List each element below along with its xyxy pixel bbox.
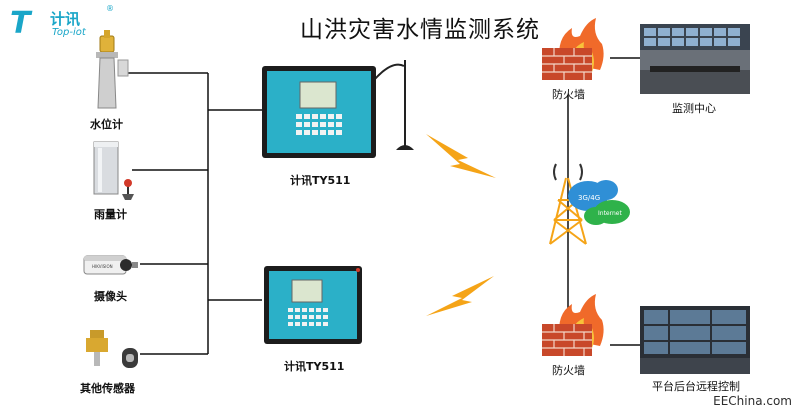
connector-lines (128, 57, 640, 355)
platform-backend-photo (640, 306, 750, 374)
sensor-label-rain-gauge: 雨量计 (94, 208, 127, 221)
ty511-device-bottom-icon (264, 266, 362, 344)
device-label-top: 计讯TY511 (290, 174, 351, 187)
camera-icon: HIKVISION (83, 255, 138, 275)
device-label-bottom: 计讯TY511 (284, 360, 345, 373)
sensor-label-other: 其他传感器 (80, 382, 135, 395)
logo-registered-mark: ® (106, 4, 114, 13)
diagram-title: 山洪灾害水情监测系统 (300, 17, 540, 43)
firewall-bottom-icon (542, 294, 604, 356)
logo-english-text: Top-iot (52, 27, 86, 38)
firewall-top-icon (542, 18, 604, 80)
water-level-meter-icon (96, 30, 129, 109)
firewall-label-bottom: 防火墙 (552, 364, 585, 377)
other-sensors-icon (86, 330, 138, 368)
rain-gauge-icon (93, 141, 134, 200)
footer-watermark: EEChina.com (713, 394, 792, 408)
firewall-label-top: 防火墙 (552, 88, 585, 101)
sensor-label-camera: 摄像头 (94, 290, 127, 303)
logo-chinese-text: 计讯 (50, 10, 81, 28)
monitoring-center-label: 监测中心 (672, 102, 716, 115)
top-iot-logo: T 计讯 Top-iot ® (10, 4, 120, 42)
lightning-top-icon (426, 134, 496, 178)
monitoring-center-photo (640, 24, 750, 94)
sensor-label-water-level: 水位计 (90, 118, 123, 131)
platform-backend-label: 平台后台远程控制 (652, 380, 740, 393)
logo-mark: T (10, 6, 31, 41)
svg-text:HIKVISION: HIKVISION (92, 264, 113, 269)
ty511-device-top-icon (262, 60, 414, 158)
lightning-bottom-icon (426, 276, 494, 316)
network-internet-label: Internet (598, 210, 622, 217)
network-3g4g-label: 3G/4G (578, 194, 600, 202)
network-cloud-icon (568, 180, 630, 225)
